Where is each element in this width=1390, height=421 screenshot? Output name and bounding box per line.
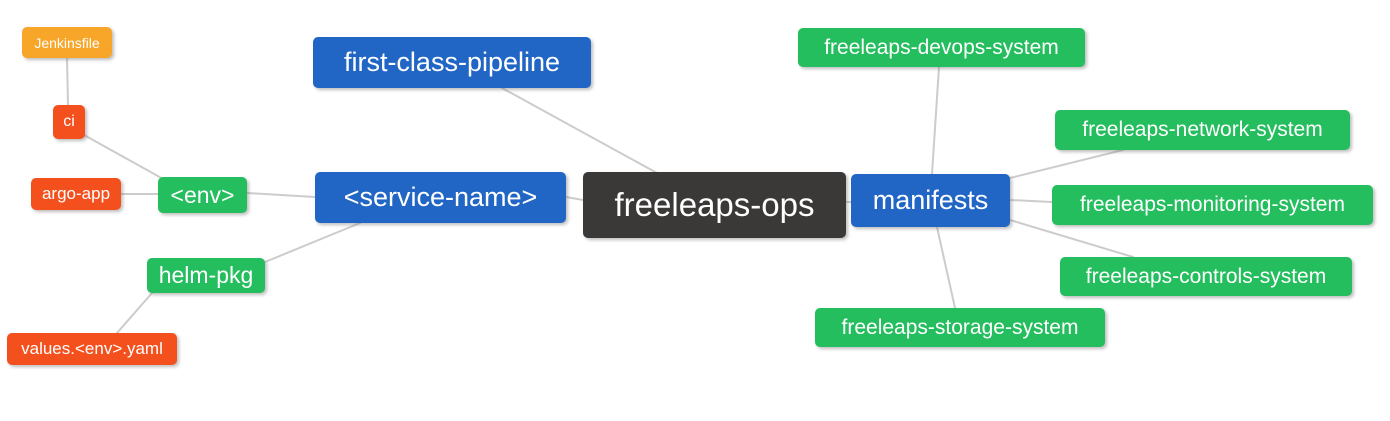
node-service-name[interactable]: <service-name>	[315, 172, 566, 223]
node-env[interactable]: <env>	[158, 177, 247, 213]
edge-env-service-name	[246, 192, 316, 198]
node-freeleaps-ops[interactable]: freeleaps-ops	[583, 172, 846, 238]
node-values-env-yaml[interactable]: values.<env>.yaml	[7, 333, 177, 365]
node-freeleaps-controls-system[interactable]: freeleaps-controls-system	[1060, 257, 1352, 296]
node-helm-pkg[interactable]: helm-pkg	[147, 258, 265, 293]
edge-manifests-freeleaps-monitoring-system	[1009, 199, 1053, 203]
node-freeleaps-storage-system[interactable]: freeleaps-storage-system	[815, 308, 1105, 347]
node-first-class-pipeline[interactable]: first-class-pipeline	[313, 37, 591, 88]
edge-helm-pkg-values-env-yaml	[116, 292, 153, 334]
edge-manifests-freeleaps-network-system	[1009, 149, 1124, 179]
edge-first-class-pipeline-freeleaps-ops	[501, 87, 658, 174]
edge-jenkinsfile-ci	[66, 57, 69, 106]
edge-service-name-freeleaps-ops	[565, 196, 584, 201]
edge-manifests-freeleaps-devops-system	[931, 66, 940, 175]
node-argo-app[interactable]: argo-app	[31, 178, 121, 210]
node-jenkinsfile[interactable]: Jenkinsfile	[22, 27, 112, 58]
edge-ci-env	[83, 134, 166, 181]
edge-manifests-freeleaps-controls-system	[1009, 219, 1134, 258]
node-manifests[interactable]: manifests	[851, 174, 1010, 227]
edge-service-name-helm-pkg	[264, 222, 361, 263]
edge-manifests-freeleaps-storage-system	[936, 226, 956, 309]
node-ci[interactable]: ci	[53, 105, 85, 139]
node-freeleaps-devops-system[interactable]: freeleaps-devops-system	[798, 28, 1085, 67]
node-freeleaps-network-system[interactable]: freeleaps-network-system	[1055, 110, 1350, 150]
node-freeleaps-monitoring-system[interactable]: freeleaps-monitoring-system	[1052, 185, 1373, 225]
